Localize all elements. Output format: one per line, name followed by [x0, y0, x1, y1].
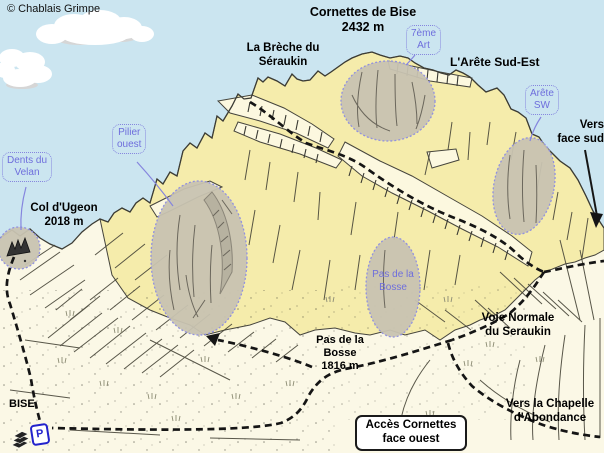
access-cornettes-box: Accès Cornettes face ouest: [355, 415, 467, 451]
pas-de-la-bosse-elevation-label: Pas de la Bosse 1816 m: [316, 334, 364, 372]
col-ugeon-label: Col d'Ugeon 2018 m: [30, 202, 98, 228]
tag-callout-lines: [20, 54, 542, 231]
sector-highlight-pas-de-la-bosse[interactable]: [365, 236, 421, 338]
breche-seraukin-label: La Brèche du Séraukin: [246, 42, 320, 68]
vers-chapelle-label: Vers la Chapelle d'Abondance: [505, 398, 595, 424]
ledge-hatch-ticks: [243, 63, 509, 261]
vers-face-sud-label: Vers face sud: [557, 119, 604, 145]
bise-village-label: BISE: [9, 398, 35, 410]
face-sud-arrow-icon: [584, 149, 603, 228]
tag-dents-du-velan[interactable]: Dents du Velan: [2, 152, 53, 183]
cloud-icon: [0, 49, 52, 89]
cloud-icon: [36, 10, 154, 45]
summit-elevation-text: 2432 m: [341, 19, 385, 34]
trails: [5, 100, 604, 439]
skyline: [0, 51, 604, 250]
trail-to-face-sud: [543, 259, 604, 274]
voie-normale-label: Voie Normale du Seraukin: [481, 312, 555, 338]
tag-arete-sw[interactable]: Arête SW: [525, 85, 559, 116]
trail-spur-face-ouest: [217, 338, 313, 369]
trail-to-chapelle: [446, 342, 601, 439]
summit-name-text: Cornettes de Bise: [309, 5, 417, 19]
trail-voie-normale-face: [249, 100, 545, 274]
scree-speckle: [330, 280, 530, 420]
arete-sud-est-label: L'Arête Sud-Est: [450, 55, 540, 69]
hut-icon: [11, 431, 30, 449]
trail-descent-pas-bosse: [451, 271, 546, 342]
tag-7eme-art[interactable]: 7ème Art: [406, 25, 442, 56]
trail-pas-bosse-to-bise: [51, 338, 453, 431]
summit-label: Cornettes de Bise 2432 m: [297, 5, 429, 35]
parking-icon: P: [29, 422, 51, 447]
clouds: [0, 10, 154, 89]
grass-tufts: [57, 296, 545, 422]
sector-highlight-7eme-art[interactable]: [340, 60, 436, 142]
dents-du-velan-peaks-icon: [6, 236, 31, 257]
copyright-text: © Chablais Grimpe: [7, 3, 101, 15]
trail-col-ugeon-to-bise: [5, 256, 43, 426]
tag-pilier-ouest[interactable]: Pilier ouest: [112, 124, 147, 155]
sector-details: [6, 69, 538, 319]
tag-pas-de-la-bosse[interactable]: Pas de la Bosse: [372, 269, 414, 293]
trail-arrowhead: [206, 333, 220, 346]
